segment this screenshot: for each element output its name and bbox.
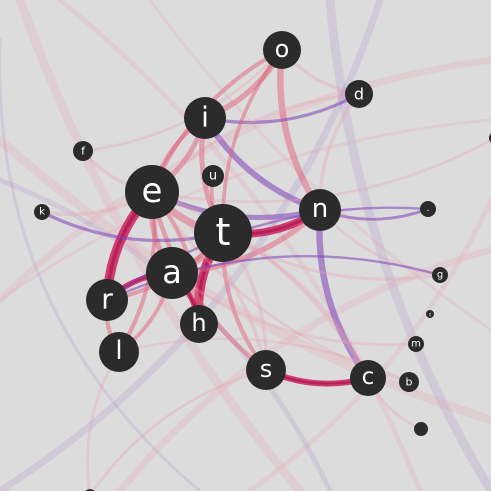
node-g[interactable]: g xyxy=(432,267,448,283)
node-circle-u[interactable] xyxy=(202,165,224,187)
node-b[interactable]: b xyxy=(399,372,419,392)
node-label-n: n xyxy=(312,194,328,224)
nodes-layer: o d i f u e k t n. a g r z h m l s c b xyxy=(34,31,491,491)
node-circle-a[interactable] xyxy=(146,247,198,299)
node-label-o: o xyxy=(275,35,290,63)
background-arc xyxy=(15,0,305,491)
edge-dot-r xyxy=(105,206,430,302)
background-arc xyxy=(116,246,491,491)
node-label-c: c xyxy=(362,364,375,390)
node-circle-x3[interactable] xyxy=(414,422,428,436)
background-arc xyxy=(0,38,202,491)
node-label-i: i xyxy=(201,101,209,134)
node-circle-n[interactable] xyxy=(299,189,341,231)
edge-c-e xyxy=(150,190,370,380)
node-label-g: g xyxy=(437,270,443,281)
node-circle-c[interactable] xyxy=(350,360,386,396)
node-circle-g[interactable] xyxy=(432,267,448,283)
node-o[interactable]: o xyxy=(263,31,301,69)
node-l[interactable]: l xyxy=(99,332,139,372)
node-label-l: l xyxy=(115,336,122,366)
background-arc xyxy=(247,197,491,491)
node-circle-d[interactable] xyxy=(345,80,373,108)
background-arc xyxy=(0,56,491,304)
node-circle-o[interactable] xyxy=(263,31,301,69)
node-label-r: r xyxy=(101,283,113,316)
node-label-e: e xyxy=(142,171,163,211)
node-f[interactable]: f xyxy=(73,141,93,161)
node-d[interactable]: d xyxy=(345,80,373,108)
node-label-f: f xyxy=(81,145,86,158)
edge-e-s xyxy=(149,189,269,373)
background-arc xyxy=(148,0,491,332)
edge-a-m xyxy=(170,271,418,347)
node-label-u: u xyxy=(209,169,217,184)
node-circle-f[interactable] xyxy=(73,141,93,161)
node-r[interactable]: r xyxy=(86,279,128,321)
background-arc xyxy=(0,0,384,491)
node-circle-b[interactable] xyxy=(399,372,419,392)
node-circle-i[interactable] xyxy=(184,97,226,139)
node-a[interactable]: a xyxy=(146,247,198,299)
node-circle-m[interactable] xyxy=(408,336,424,352)
node-circle-t[interactable] xyxy=(194,204,252,262)
node-circle-r[interactable] xyxy=(86,279,128,321)
node-dot[interactable]: . xyxy=(420,201,436,217)
background-arc xyxy=(0,118,491,302)
node-circle-s[interactable] xyxy=(246,350,286,390)
node-label-a: a xyxy=(162,253,182,291)
node-h[interactable]: h xyxy=(180,305,218,343)
node-n[interactable]: n xyxy=(299,189,341,231)
node-t[interactable]: t xyxy=(194,204,252,262)
node-x3[interactable] xyxy=(414,422,428,436)
node-z[interactable]: z xyxy=(426,310,434,318)
node-circle-l[interactable] xyxy=(99,332,139,372)
node-label-d: d xyxy=(354,85,364,104)
node-label-k: k xyxy=(39,207,45,218)
edge-n-c xyxy=(316,206,372,382)
node-c[interactable]: c xyxy=(350,360,386,396)
edge-s-e xyxy=(150,190,268,372)
node-circle-z[interactable] xyxy=(426,310,434,318)
node-label-m: m xyxy=(411,339,421,350)
node-label-s: s xyxy=(260,355,273,383)
node-i[interactable]: i xyxy=(184,97,226,139)
node-label-dot: . xyxy=(427,204,430,214)
node-label-z: z xyxy=(429,312,431,317)
node-circle-k[interactable] xyxy=(34,204,50,220)
node-k[interactable]: k xyxy=(34,204,50,220)
node-e[interactable]: e xyxy=(125,165,179,219)
node-circle-h[interactable] xyxy=(180,305,218,343)
node-label-h: h xyxy=(191,309,206,337)
node-circle-dot[interactable] xyxy=(420,201,436,217)
background-arc xyxy=(325,0,491,491)
node-label-t: t xyxy=(216,210,231,254)
node-circle-e[interactable] xyxy=(125,165,179,219)
node-label-b: b xyxy=(406,376,413,389)
node-s[interactable]: s xyxy=(246,350,286,390)
edge-s-x2 xyxy=(91,368,268,491)
node-u[interactable]: u xyxy=(202,165,224,187)
edge-d-e xyxy=(150,92,361,194)
node-m[interactable]: m xyxy=(408,336,424,352)
